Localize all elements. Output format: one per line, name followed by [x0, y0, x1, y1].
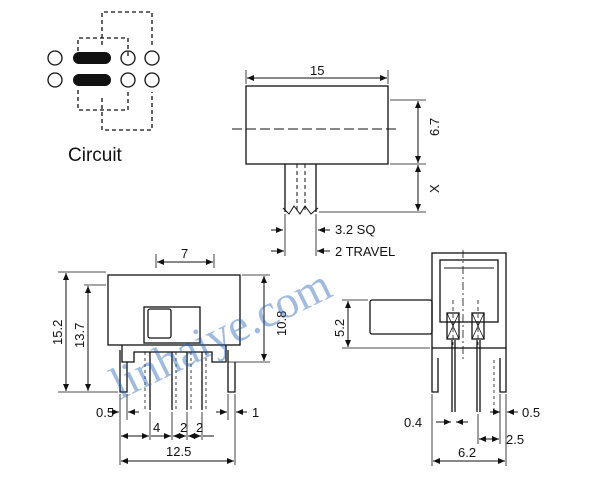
dim-label-total-height: 15.2 — [50, 320, 65, 345]
circuit-contact — [47, 50, 63, 66]
circuit-slider-bar-bottom — [73, 74, 111, 86]
circuit-caption: Circuit — [68, 145, 123, 166]
right-mounting-tab — [227, 350, 236, 393]
circuit-contact — [47, 72, 63, 88]
dim-label-left-pin: 0.4 — [404, 415, 422, 430]
shaft-break-line — [282, 205, 319, 215]
dim-label-actuator: 7 — [181, 246, 188, 261]
dim-label-actuator-height: 5.2 — [332, 319, 347, 337]
dim-label-pitch: 2.5 — [506, 432, 524, 447]
dim-label-width: 15 — [310, 63, 324, 78]
side-view-inner-frame — [439, 259, 499, 323]
actuator-knob — [147, 308, 172, 339]
circuit-slider-bar-top — [73, 52, 111, 64]
circuit-contact — [144, 50, 160, 66]
dim-label-sq: 3.2 SQ — [335, 222, 375, 237]
circuit-contact — [144, 72, 160, 88]
top-view-body — [245, 85, 389, 165]
dim-label-right-pin: 0.5 — [522, 405, 540, 420]
side-view-leg — [499, 348, 507, 393]
front-view — [58, 254, 270, 465]
dim-label-pitch-2b: 2 — [196, 420, 203, 435]
side-view-leg — [431, 348, 439, 393]
dim-label-inner-height: 10.8 — [274, 311, 289, 336]
side-view-frame — [431, 252, 507, 349]
actuator-knob-frame — [143, 306, 201, 344]
circuit-diagram — [47, 11, 160, 131]
dim-label-travel: 2 TRAVEL — [335, 244, 395, 259]
front-view-housing — [107, 274, 241, 346]
watermark: linhaiye.com — [102, 258, 339, 409]
circuit-dashed-path-top-outer — [101, 11, 153, 48]
dim-label-height: 6.7 — [427, 118, 442, 136]
dim-label-pitch-4: 4 — [153, 420, 160, 435]
front-view-frame — [121, 345, 227, 363]
contact-cross — [471, 312, 485, 340]
dim-label-width: 6.2 — [458, 445, 476, 460]
circuit-dashed-path-top-inner — [77, 37, 129, 58]
dim-label-pin-width: 0.5 — [96, 405, 114, 420]
circuit-contact — [120, 72, 136, 88]
circuit-dashed-path-bottom-inner — [77, 90, 129, 111]
left-mounting-tab — [119, 350, 128, 393]
contact-cross — [446, 312, 460, 340]
dim-label-body-height: 13.7 — [72, 323, 87, 348]
dim-label-tab: 1 — [252, 405, 259, 420]
dim-label-x: X — [427, 184, 442, 193]
circuit-contact — [120, 50, 136, 66]
circuit-dashed-path-bottom-outer — [101, 92, 153, 131]
dim-label-pitch-2a: 2 — [180, 420, 187, 435]
dim-label-overall: 12.5 — [166, 444, 191, 459]
top-view — [232, 70, 426, 256]
side-view-actuator — [369, 299, 433, 335]
side-view — [342, 250, 518, 466]
